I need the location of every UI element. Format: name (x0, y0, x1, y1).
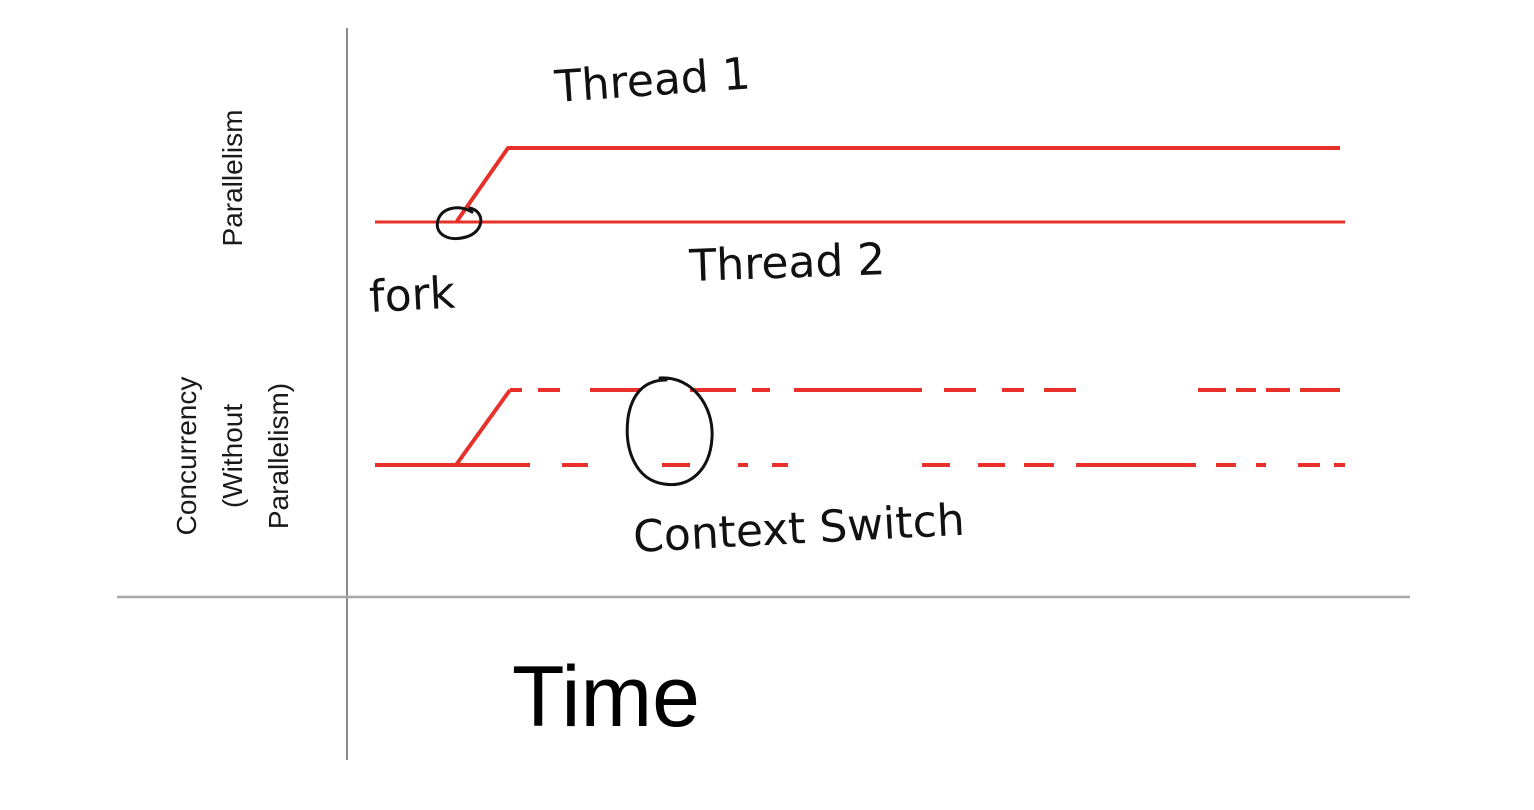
thread-1-label: Thread 1 (552, 48, 752, 113)
parallelism-label: Parallelism (217, 110, 248, 247)
parallelism-threads (375, 146, 1345, 224)
concurrency-label-line1: Concurrency (171, 377, 202, 536)
concurrency-label: Concurrency (Without Parallelism) (171, 377, 294, 536)
concurrency-threads (375, 388, 1345, 467)
fork-label: fork (368, 268, 457, 323)
concurrency-fork-diagonal (454, 388, 512, 467)
context-switch-label: Context Switch (632, 495, 966, 563)
context-switch-circle (625, 376, 714, 487)
thread-1-line (455, 146, 1340, 223)
fork-marker-circle (435, 206, 483, 240)
concurrency-label-line2: (Without (217, 404, 248, 508)
thread-2-label: Thread 2 (688, 234, 887, 292)
concurrency-label-line3: Parallelism) (263, 383, 294, 529)
time-axis-label: Time (512, 649, 700, 745)
